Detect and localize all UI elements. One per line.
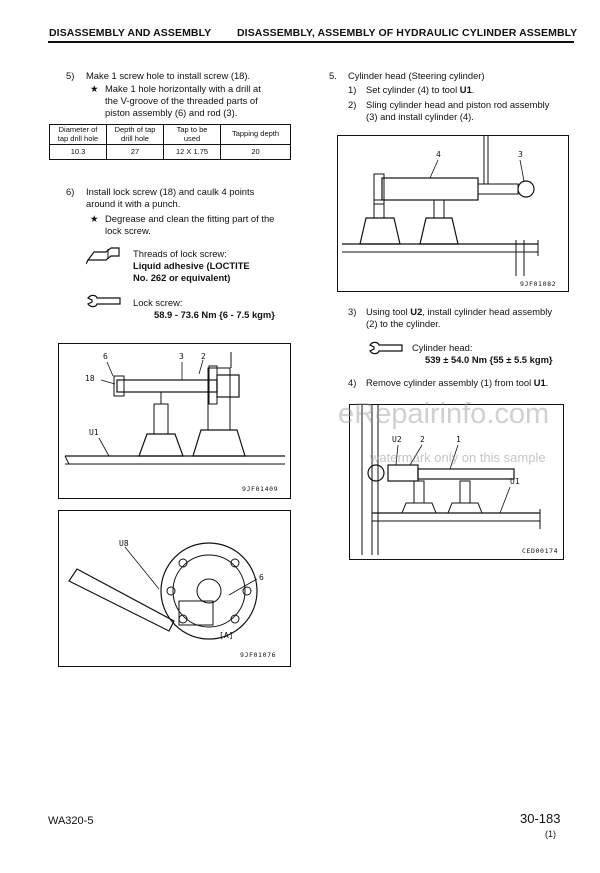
footer-model: WA320-5 xyxy=(48,815,94,827)
figure-code: 9JF01409 xyxy=(242,485,279,493)
wrench-icon xyxy=(87,294,121,308)
callout-label: [A] xyxy=(219,631,234,640)
header-rule xyxy=(48,41,574,43)
step-text: Install lock screw (18) and caulk 4 poin… xyxy=(86,186,255,197)
callout-label: 2 xyxy=(420,435,425,444)
adhesive-label: Threads of lock screw: xyxy=(133,248,227,259)
figure-caulking: U8 6 [A] 9JF01076 xyxy=(58,510,291,667)
callout-label: 6 xyxy=(259,573,264,582)
callout-label: U2 xyxy=(392,435,402,444)
figure-drawing xyxy=(68,542,258,640)
callout-label: U1 xyxy=(510,477,520,486)
section-title: Cylinder head (Steering cylinder) xyxy=(348,70,485,81)
note-line: the V-groove of the threaded parts of xyxy=(105,95,258,106)
step-text: Remove cylinder assembly (1) from tool U… xyxy=(366,377,549,388)
note-line: Degrease and clean the fitting part of t… xyxy=(105,213,275,224)
callout-label: 1 xyxy=(456,435,461,444)
table-header-cell: Tapping depth xyxy=(220,124,291,145)
step-number: 1) xyxy=(348,84,357,95)
callout-label: 3 xyxy=(179,352,184,361)
step-text: Make 1 screw hole to install screw (18). xyxy=(86,70,251,81)
step-text: Using tool U2, install cylinder head ass… xyxy=(366,306,553,317)
callout-label: 18 xyxy=(85,374,95,383)
header-page-title: DISASSEMBLY, ASSEMBLY OF HYDRAULIC CYLIN… xyxy=(237,27,578,39)
adhesive-tube-icon xyxy=(86,247,120,265)
step-number: 6) xyxy=(66,186,75,197)
footer-revision: (1) xyxy=(545,829,556,839)
step-number: 5) xyxy=(66,70,75,81)
step-number: 4) xyxy=(348,377,357,388)
step-number: 2) xyxy=(348,99,357,110)
figure-cylinder-set: 4 3 9JF01082 xyxy=(337,135,569,292)
table-row: 10.3 27 12 X 1.75 20 xyxy=(49,144,291,160)
table-cell: 12 X 1.75 xyxy=(163,144,221,160)
step-text: Set cylinder (4) to tool U1. xyxy=(366,84,475,95)
watermark-sub: watermark only on this sample xyxy=(370,450,546,465)
figure-code: 9JF01076 xyxy=(240,651,277,659)
section-number: 5. xyxy=(329,70,337,81)
figure-code: 9JF01082 xyxy=(520,280,557,288)
step-text: Sling cylinder head and piston rod assem… xyxy=(366,99,550,110)
figure-cylinder-remove: U2 2 1 U1 CED00174 xyxy=(349,404,564,560)
step-number: 3) xyxy=(348,306,357,317)
footer-page-number: 30-183 xyxy=(520,811,561,826)
callout-label: 2 xyxy=(201,352,206,361)
figure-drawing xyxy=(64,352,285,465)
watermark-main: eRepairinfo.com xyxy=(338,398,550,430)
figure-drawing xyxy=(361,405,541,555)
note-line: piston assembly (6) and rod (3). xyxy=(105,107,238,118)
table-cell: 20 xyxy=(220,144,291,160)
callout-label: 3 xyxy=(518,150,523,159)
callout-label: 4 xyxy=(436,150,441,159)
figure-code: CED00174 xyxy=(522,547,559,555)
torque-label: Lock screw: xyxy=(133,297,183,308)
figure-drawing xyxy=(342,136,539,276)
step-text: around it with a punch. xyxy=(86,198,181,209)
adhesive-value: No. 262 or equivalent) xyxy=(133,272,231,283)
callout-label: U8 xyxy=(119,539,129,548)
wrench-icon xyxy=(369,341,403,355)
table-cell: 27 xyxy=(106,144,164,160)
adhesive-value: Liquid adhesive (LOCTITE xyxy=(133,260,250,271)
callout-label: 6 xyxy=(103,352,108,361)
header-section-title: DISASSEMBLY AND ASSEMBLY xyxy=(49,27,212,39)
torque-label: Cylinder head: xyxy=(412,342,473,353)
step-text: (2) to the cylinder. xyxy=(366,318,441,329)
step-text: (3) and install cylinder (4). xyxy=(366,111,474,122)
torque-value: 58.9 - 73.6 Nm {6 - 7.5 kgm} xyxy=(154,309,275,320)
callout-label: U1 xyxy=(89,428,99,437)
note-line: Make 1 hole horizontally with a drill at xyxy=(105,83,261,94)
torque-value: 539 ± 54.0 Nm {55 ± 5.5 kgm} xyxy=(425,354,553,365)
table-cell: 10.3 xyxy=(49,144,107,160)
star-icon: ★ xyxy=(90,83,99,94)
note-line: lock screw. xyxy=(105,225,151,236)
star-icon: ★ xyxy=(90,213,99,224)
figure-lock-screw-install: 6 3 2 18 U1 9JF01409 xyxy=(58,343,291,499)
